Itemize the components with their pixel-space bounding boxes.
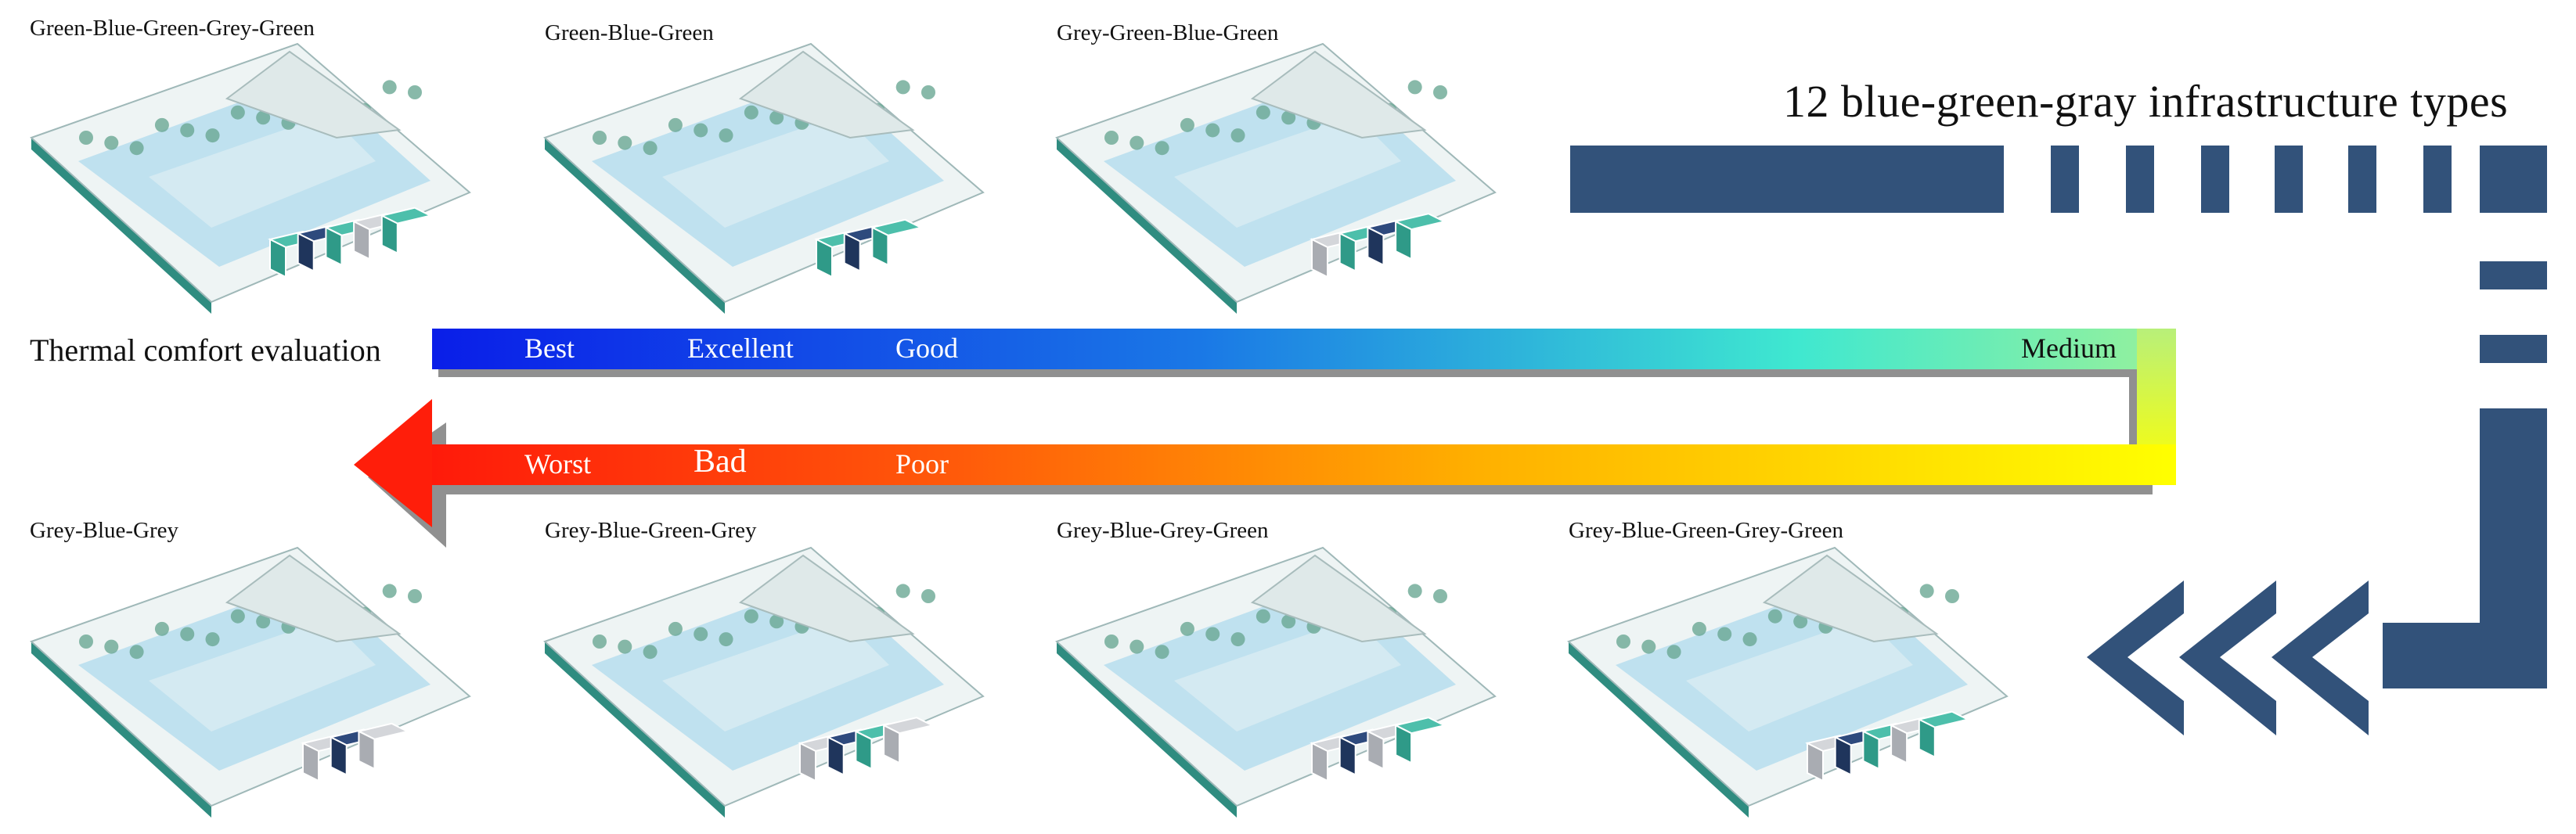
block-grey [356, 722, 410, 771]
chevron-left-icon [2087, 581, 2184, 735]
type-caption: Grey-Blue-Green-Grey [545, 518, 757, 543]
rating-excellent: Excellent [687, 333, 794, 364]
rating-poor: Poor [895, 448, 949, 480]
terrain-model [1055, 42, 1497, 314]
block-green [1916, 710, 1970, 759]
type-caption: Grey-Blue-Green-Grey-Green [1569, 518, 1844, 543]
type-caption: Grey-Blue-Grey-Green [1057, 518, 1269, 543]
navy-pattern-graphic [1570, 146, 2547, 735]
block-green [853, 722, 907, 771]
thermal-gradient-arrow [354, 329, 2176, 548]
type-caption: Green-Blue-Green [545, 20, 714, 45]
block-grey [881, 717, 935, 764]
chevron-left-icon [2272, 581, 2369, 735]
type-caption: Grey-Green-Blue-Green [1057, 20, 1279, 45]
type-caption: Green-Blue-Green-Grey-Green [30, 16, 315, 41]
block-green [1393, 717, 1447, 764]
rating-bad: Bad [694, 444, 747, 480]
terrain-model [30, 546, 471, 818]
rating-good: Good [895, 333, 958, 364]
terrain-model [30, 42, 471, 314]
terrain-model [1567, 546, 2009, 818]
type-caption: Grey-Blue-Grey [30, 518, 179, 543]
chevron-left-icon [2179, 581, 2276, 735]
rating-worst: Worst [524, 448, 592, 480]
evaluation-label: Thermal comfort evaluation [30, 333, 381, 368]
block-green [1393, 213, 1447, 261]
block-grey [798, 734, 851, 782]
rating-medium: Medium [2021, 333, 2117, 364]
rating-best: Best [524, 333, 575, 364]
block-green [870, 218, 924, 267]
terrain-model [1055, 546, 1497, 818]
block-green [379, 207, 433, 255]
page-title: 12 blue-green-gray infrastructure types [1783, 76, 2509, 127]
terrain-model [543, 546, 985, 818]
terrain-model [543, 42, 985, 314]
